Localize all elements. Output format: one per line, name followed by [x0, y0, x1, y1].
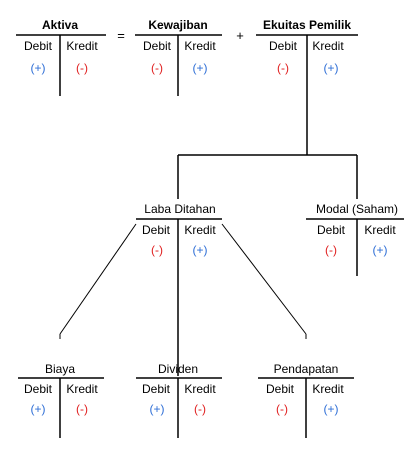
- debit-sign: (-): [151, 243, 163, 257]
- debit-label: Debit: [266, 382, 295, 396]
- kredit-label: Kredit: [184, 223, 216, 237]
- debit-sign: (+): [31, 61, 46, 75]
- kredit-sign: (+): [193, 61, 208, 75]
- equals-sign: =: [117, 28, 125, 43]
- kredit-label: Kredit: [66, 39, 98, 53]
- kredit-label: Kredit: [184, 39, 216, 53]
- kredit-sign: (+): [193, 243, 208, 257]
- debit-label: Debit: [142, 382, 171, 396]
- kredit-sign: (-): [194, 402, 206, 416]
- debit-sign: (+): [31, 402, 46, 416]
- debit-sign: (-): [151, 61, 163, 75]
- account-title-aktiva: Aktiva: [42, 18, 78, 32]
- account-title-biaya: Biaya: [45, 362, 75, 376]
- debit-sign: (-): [277, 61, 289, 75]
- account-title-dividen: Dividen: [158, 362, 198, 376]
- equity-branch-connector: [177, 154, 358, 199]
- account-title-laba-ditahan: Laba Ditahan: [144, 202, 215, 216]
- kredit-sign: (-): [76, 61, 88, 75]
- connector-to-biaya: [59, 223, 137, 335]
- account-title-ekuitas: Ekuitas Pemilik: [263, 18, 351, 32]
- kredit-label: Kredit: [312, 382, 344, 396]
- t-account-modal-saham: Modal (Saham) Debit Kredit (-) (+): [306, 202, 404, 276]
- debit-label: Debit: [143, 39, 172, 53]
- debit-label: Debit: [317, 223, 346, 237]
- t-account-dividen: Dividen Debit Kredit (+) (-): [136, 362, 222, 438]
- connector-to-pendapatan: [221, 223, 307, 335]
- kredit-sign: (+): [324, 402, 339, 416]
- account-title-modal: Modal (Saham): [316, 202, 398, 216]
- kredit-sign: (-): [76, 402, 88, 416]
- t-account-aktiva: Aktiva Debit Kredit (+) (-): [16, 18, 106, 96]
- account-title-kewajiban: Kewajiban: [148, 18, 207, 32]
- debit-sign: (+): [150, 402, 165, 416]
- t-account-laba-ditahan: Laba Ditahan Debit Kredit (-) (+): [136, 202, 222, 376]
- t-account-ekuitas-pemilik: Ekuitas Pemilik Debit Kredit (-) (+): [256, 18, 358, 155]
- debit-label: Debit: [24, 39, 53, 53]
- debit-label: Debit: [142, 223, 171, 237]
- debit-sign: (-): [325, 243, 337, 257]
- debit-label: Debit: [24, 382, 53, 396]
- kredit-label: Kredit: [184, 382, 216, 396]
- t-account-pendapatan: Pendapatan Debit Kredit (-) (+): [258, 362, 354, 438]
- debit-label: Debit: [269, 39, 298, 53]
- t-account-kewajiban: Kewajiban Debit Kredit (-) (+): [135, 18, 222, 96]
- plus-sign: +: [236, 28, 244, 43]
- t-account-biaya: Biaya Debit Kredit (+) (-): [18, 362, 104, 438]
- debit-sign: (-): [276, 402, 288, 416]
- kredit-label: Kredit: [312, 39, 344, 53]
- kredit-sign: (+): [373, 243, 388, 257]
- kredit-label: Kredit: [364, 223, 396, 237]
- account-title-pendapatan: Pendapatan: [274, 362, 339, 376]
- retained-earnings-connectors: [59, 223, 307, 339]
- kredit-sign: (+): [324, 61, 339, 75]
- kredit-label: Kredit: [66, 382, 98, 396]
